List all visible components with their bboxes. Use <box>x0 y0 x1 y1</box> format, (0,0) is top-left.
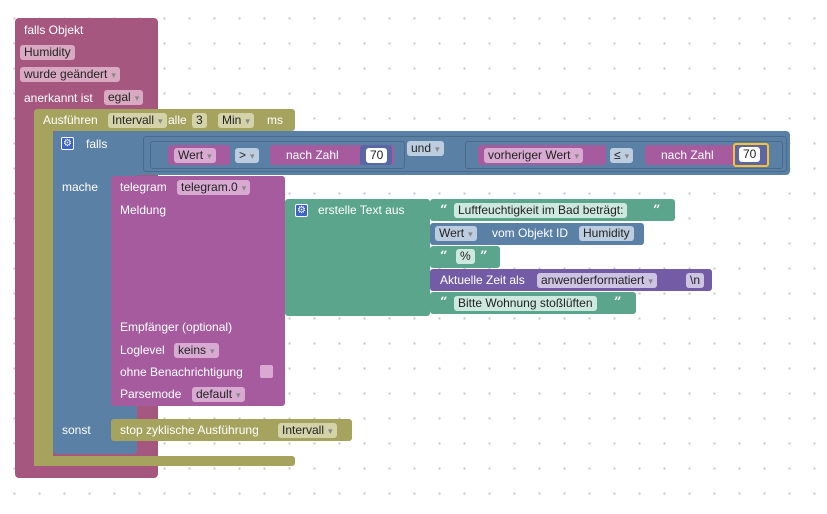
timer-unit-dropdown[interactable]: Min <box>218 113 254 128</box>
stop-timer-mode-dropdown[interactable]: Intervall <box>278 423 337 438</box>
telegram-silent-checkbox[interactable] <box>260 365 273 378</box>
text-join-block[interactable] <box>285 199 430 316</box>
previous-value-dropdown[interactable]: vorheriger Wert <box>484 148 584 163</box>
text-item-5-field[interactable]: Bitte Wohnung stoßlüften <box>454 296 597 311</box>
telegram-instance-dropdown[interactable]: telegram.0 <box>177 180 251 195</box>
telegram-loglevel-dropdown[interactable]: keins <box>174 343 219 358</box>
compare-operator-left[interactable]: > <box>235 148 259 163</box>
stop-timer-label: stop zyklische Ausführung <box>120 423 259 437</box>
event-object-field[interactable]: Humidity <box>20 45 75 60</box>
quote-close-icon: ” <box>480 249 488 264</box>
timer-label: Ausführen <box>43 113 98 127</box>
number-field-right[interactable]: 70 <box>739 147 761 162</box>
timer-ms-label: ms <box>267 113 283 127</box>
telegram-parsemode-dropdown[interactable]: default <box>192 387 245 402</box>
text-item-4-format-dropdown[interactable]: anwenderformatiert <box>537 273 657 288</box>
timer-every-label: alle <box>168 113 187 127</box>
telegram-loglevel-label: Loglevel <box>120 343 165 357</box>
telegram-parsemode-label: Parsemode <box>120 387 182 401</box>
telegram-label: telegram <box>120 180 167 194</box>
text-item-3-field[interactable]: % <box>456 249 475 264</box>
if-gear-icon[interactable]: ⚙ <box>61 137 74 150</box>
quote-open-icon: “ <box>440 249 448 264</box>
timer-block-body <box>34 125 53 466</box>
quote-open-icon: “ <box>440 295 448 310</box>
event-changed-dropdown[interactable]: wurde geändert <box>20 67 120 82</box>
telegram-recipient-label: Empfänger (optional) <box>120 320 233 334</box>
event-ack-label: anerkannt ist <box>24 91 93 105</box>
text-item-2-value-dropdown[interactable]: Wert <box>435 226 477 241</box>
event-title: falls Objekt <box>24 23 84 37</box>
text-join-gear-icon[interactable]: ⚙ <box>295 204 308 217</box>
telegram-silent-label: ohne Benachrichtigung <box>120 365 243 379</box>
telegram-block[interactable] <box>111 176 285 406</box>
timer-mode-dropdown[interactable]: Intervall <box>108 113 167 128</box>
to-number-label-right: nach Zahl <box>661 148 714 162</box>
text-item-1-field[interactable]: Luftfeuchtigkeit im Bad beträgt: <box>454 203 628 218</box>
compare-operator-right[interactable]: ≤ <box>610 148 634 163</box>
to-number-label-left: nach Zahl <box>286 148 339 162</box>
text-join-label: erstelle Text aus <box>318 203 405 217</box>
else-label: sonst <box>62 423 91 437</box>
event-ack-dropdown[interactable]: egal <box>104 90 144 105</box>
text-item-2-label: vom Objekt ID <box>492 226 569 240</box>
text-item-4-suffix-field[interactable]: \n <box>686 273 705 288</box>
timer-value-field[interactable]: 3 <box>192 113 207 128</box>
if-label: falls <box>86 137 108 151</box>
text-item-4-label: Aktuelle Zeit als <box>440 273 525 287</box>
quote-open-icon: “ <box>440 203 448 218</box>
number-field-left[interactable]: 70 <box>366 148 388 163</box>
trigger-value-dropdown[interactable]: Wert <box>174 148 216 163</box>
timer-block-footer <box>34 456 295 466</box>
quote-close-icon: ” <box>614 295 622 310</box>
logic-operator-dropdown[interactable]: und <box>407 141 444 156</box>
do-label: mache <box>62 180 99 194</box>
quote-close-icon: ” <box>653 203 661 218</box>
telegram-message-label: Meldung <box>120 203 167 217</box>
text-item-2-object-field[interactable]: Humidity <box>579 226 634 241</box>
